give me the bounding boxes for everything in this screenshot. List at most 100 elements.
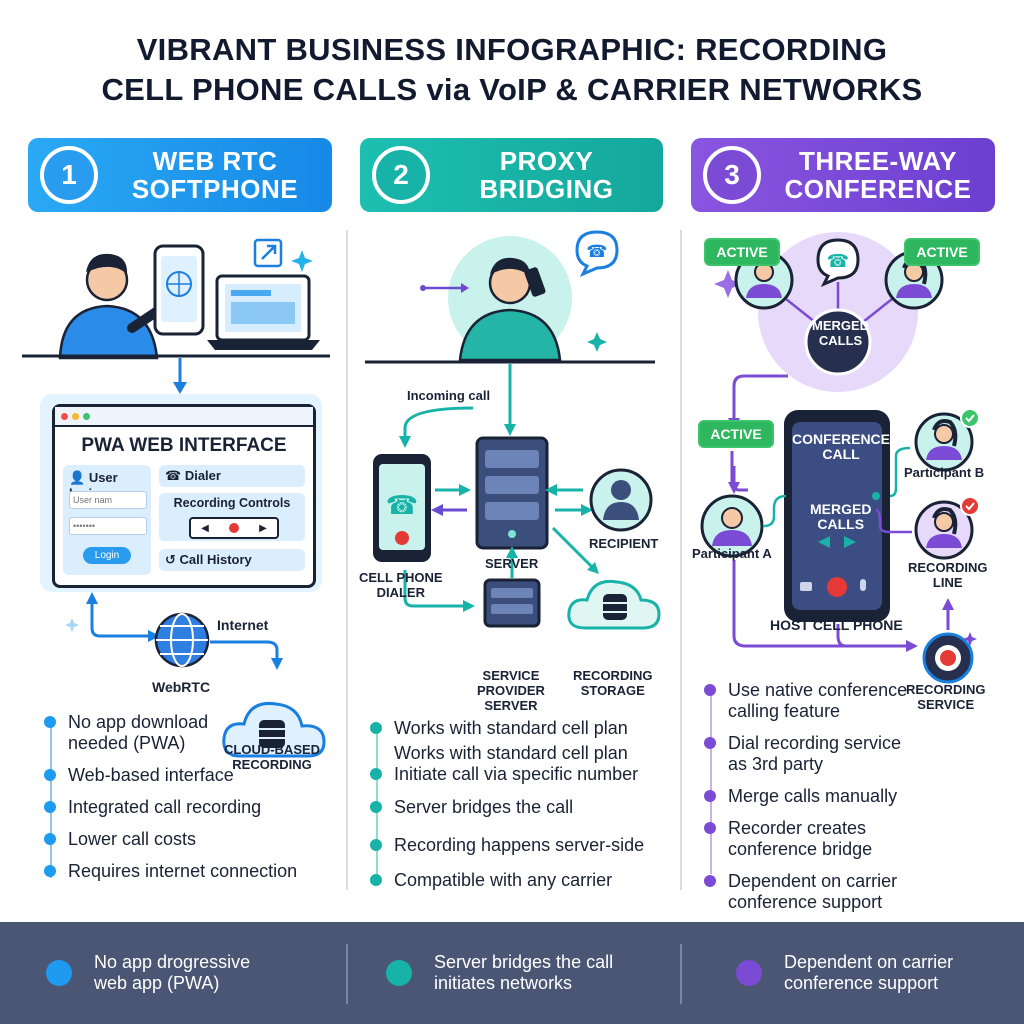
participant-b-label: Participant B <box>904 465 985 480</box>
host-cell-phone-icon <box>784 410 890 622</box>
webrtc-network-diagram <box>65 592 326 758</box>
cloud-recording-icon <box>222 701 326 758</box>
list-item-text: Works with standard cell plan <box>394 718 628 738</box>
list-item: Web-based interface <box>44 765 324 786</box>
record-icon[interactable] <box>228 523 239 533</box>
footer-divider <box>680 944 682 1004</box>
host-cell-phone-label: HOST CELL PHONE <box>770 617 903 633</box>
step-badge-3: 3 <box>703 146 761 204</box>
label-line: MERGED <box>812 318 870 333</box>
call-history-label: Call History <box>179 552 252 567</box>
column-divider-1 <box>346 230 348 890</box>
bullet-rail <box>50 718 52 878</box>
pwa-browser-window: PWA WEB INTERFACE 👤 User login Login ☎ D… <box>40 394 322 592</box>
proxy-bridging-diagram: ☎ ☎ <box>365 230 661 630</box>
login-button[interactable]: Login <box>83 547 131 564</box>
password-input[interactable] <box>69 517 147 535</box>
webrtc-illustration <box>22 238 330 394</box>
list-item-text: Recorder creates conference bridge <box>728 818 873 859</box>
chat-phone-icon: ☎ <box>575 230 619 277</box>
list-item-text: Initiate call via specific number <box>394 764 639 784</box>
heading-line: BRIDGING <box>479 174 614 204</box>
label-line: STORAGE <box>580 683 645 698</box>
sparkle-icon <box>291 250 313 272</box>
participant-b-avatar-icon <box>914 408 980 472</box>
step-badge-2: 2 <box>372 146 430 204</box>
recipient-label: RECIPIENT <box>589 536 659 551</box>
label-line: LINE <box>932 575 963 590</box>
list-item: Compatible with any carrier <box>370 870 670 891</box>
username-input[interactable] <box>69 491 147 509</box>
list-item-text: No app download needed (PWA) <box>68 712 209 753</box>
service-provider-server-icon <box>483 578 541 628</box>
footer-text: Server bridges the call initiates networ… <box>434 952 614 993</box>
rewind-icon[interactable]: ◀ <box>201 522 209 534</box>
list-item-text: Use native conference calling feature <box>728 680 908 721</box>
laptop-icon <box>207 274 320 350</box>
label-line: RECORDING <box>906 682 986 697</box>
caller-person-icon <box>458 257 562 362</box>
smartphone-icon <box>153 244 205 336</box>
recording-line-avatar-icon <box>914 496 980 560</box>
label-line: MERGED <box>810 501 872 517</box>
heading-line: SOFTPHONE <box>131 174 299 204</box>
recording-controls: Recording Controls ◀ ▶ <box>159 493 305 541</box>
dialer-item[interactable]: ☎ Dialer <box>159 465 305 487</box>
webrtc-benefits-list: No app download needed (PWA) Web-based i… <box>44 712 324 893</box>
incoming-call-label: Incoming call <box>407 388 491 403</box>
list-item-text: Requires internet connection <box>68 861 298 881</box>
participant-a-avatar-icon <box>700 494 764 558</box>
list-item-text: Lower call costs <box>68 829 197 849</box>
server-label: SERVER <box>485 556 539 571</box>
cell-phone-dialer-icon: ☎ <box>373 454 431 562</box>
internet-label: Internet <box>217 617 269 633</box>
call-history-item[interactable]: ↺ Call History <box>159 549 305 571</box>
label-line: SERVICE <box>917 697 975 712</box>
login-panel: 👤 User login Login <box>63 465 151 575</box>
list-item: Recorder creates conference bridge <box>704 818 904 860</box>
active-status-badge: ACTIVE <box>704 238 780 266</box>
label-line: CONFERENCE <box>792 431 891 447</box>
list-item-text: Recording happens server-side <box>394 835 645 855</box>
globe-icon <box>154 612 210 668</box>
list-item-text: Works with standard cell plan <box>394 743 628 763</box>
active-status-badge: ACTIVE <box>698 420 774 448</box>
list-item: Works with standard cell plan <box>370 743 670 764</box>
label-line: RECORDING <box>573 668 653 683</box>
server-icon <box>475 436 549 550</box>
expand-icon <box>253 238 283 268</box>
heading-line: CONFERENCE <box>784 174 972 204</box>
list-item: Lower call costs <box>44 829 324 850</box>
label-line: RECORDING <box>232 757 312 772</box>
chat-phone-icon: ☎ <box>816 238 860 287</box>
list-item-text: Dependent on carrier conference support <box>728 871 898 912</box>
conference-benefits-list: Use native conference calling feature Di… <box>704 680 908 924</box>
footer-item-webrtc: No app drogressive web app (PWA) <box>46 922 336 1024</box>
list-item-text: Web-based interface <box>68 765 234 785</box>
play-icon[interactable]: ▶ <box>259 522 267 534</box>
recording-service-icon <box>922 632 977 684</box>
svg-text:☎: ☎ <box>386 490 418 520</box>
participant-a-label: Participant A <box>692 546 772 561</box>
label-line: PROVIDER <box>477 683 545 698</box>
label-line: SERVICE <box>482 668 540 683</box>
footer-item-conference: Dependent on carrier conference support <box>736 922 1006 1024</box>
recording-storage-cloud-icon <box>567 579 661 630</box>
label-line: CALLS <box>818 333 863 348</box>
list-item: Requires internet connection <box>44 861 324 882</box>
list-item: Dial recording service as 3rd party <box>704 733 904 775</box>
proxy-benefits-list: Works with standard cell plan Works with… <box>370 718 670 902</box>
list-item: Works with standard cell plan <box>370 718 670 739</box>
